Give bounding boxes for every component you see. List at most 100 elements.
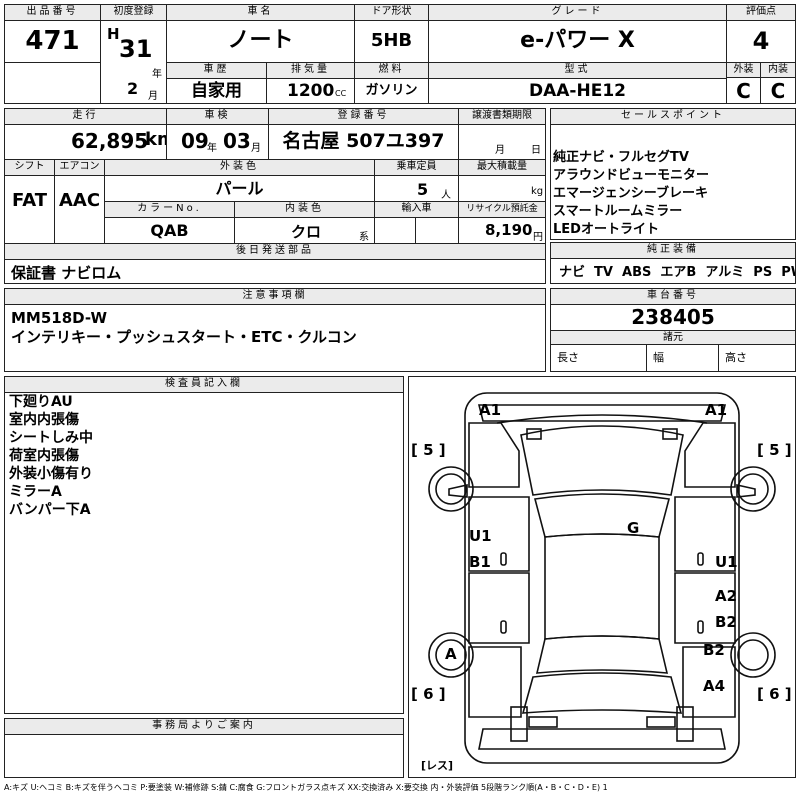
diagram-label-b2-rear: B2 bbox=[703, 641, 725, 659]
inspection-header: 車検 bbox=[167, 109, 268, 125]
wheel-front-left-inner bbox=[435, 473, 467, 505]
diagram-label-b2-right: B2 bbox=[715, 613, 737, 631]
diagram-label-u1-right: U1 bbox=[715, 553, 738, 571]
diagram-label-a1-left: A1 bbox=[479, 401, 502, 419]
transfer-header: 譲渡書類期限 bbox=[459, 109, 545, 125]
headlight-right bbox=[662, 428, 678, 440]
lot-number-header: 出品番号 bbox=[5, 5, 100, 21]
history-cell: 車歴 自家用 bbox=[167, 62, 267, 103]
front-hood-edge bbox=[496, 414, 708, 424]
int-color-value: クロ bbox=[291, 223, 322, 241]
car-name-header: 車名 bbox=[167, 5, 354, 21]
int-color-header: 内装色 bbox=[235, 202, 374, 218]
notes-list: MM518D-W インテリキー・プッシュスタート・ETC・クルコン bbox=[11, 309, 357, 347]
wheel-front-right bbox=[730, 466, 776, 512]
chassis-header: 車台番号 bbox=[551, 289, 795, 305]
inspector-line: バンパー下A bbox=[9, 502, 91, 518]
mileage-value: 62,895 bbox=[71, 129, 149, 153]
diagram-label-u1-left: U1 bbox=[469, 527, 492, 545]
grade-value: e-パワー X bbox=[520, 28, 635, 53]
door-header: ドア形状 bbox=[355, 5, 428, 21]
wheel-front-left bbox=[428, 466, 474, 512]
inspector-line: 室内内張傷 bbox=[9, 412, 79, 428]
specs-header: 諸元 bbox=[551, 330, 795, 345]
model-value: DAA-HE12 bbox=[529, 81, 626, 101]
rear-bumper bbox=[478, 728, 726, 750]
first-reg-era: H bbox=[107, 25, 120, 43]
door-handle-rl bbox=[500, 620, 507, 634]
header-grid: 出品番号 471 初度登録 H 31 年 2 月 車名 ノート ドア形状 5HB… bbox=[4, 4, 796, 104]
ext-score-value: C bbox=[727, 77, 761, 103]
later-parts-cell: 後日発送部品 保証書 ナビロム bbox=[5, 243, 545, 283]
displacement-header: 排気量 bbox=[267, 63, 354, 79]
sales-points-box: セールスポイント 純正ナビ・フルセグTV アラウンドビューモニター エマージェン… bbox=[550, 108, 796, 240]
later-parts-header: 後日発送部品 bbox=[5, 244, 545, 260]
genuine-value: ナビ TV ABS エアB アルミ PS PW bbox=[559, 265, 796, 280]
inspector-line: シートしみ中 bbox=[9, 430, 93, 446]
tailgate bbox=[521, 672, 683, 714]
inspector-header: 検査員記入欄 bbox=[5, 377, 403, 393]
sales-point-item: アラウンドビューモニター bbox=[553, 168, 710, 183]
headlight-left bbox=[526, 428, 542, 440]
car-diagram bbox=[428, 392, 776, 764]
model-header: 型式 bbox=[429, 63, 726, 79]
first-reg-cell: 初度登録 H 31 年 2 月 bbox=[101, 5, 167, 103]
capacity-cell: 乗車定員 5 人 bbox=[375, 159, 459, 201]
inspector-line: ミラーA bbox=[9, 484, 62, 500]
first-reg-year: 31 bbox=[119, 35, 153, 63]
grade-header: グレード bbox=[429, 5, 726, 21]
diagram-label-a-wheel: A bbox=[445, 645, 457, 663]
inspection-month-unit: 月 bbox=[251, 143, 261, 154]
capacity-value: 5 bbox=[417, 180, 429, 199]
front-bumper bbox=[477, 404, 727, 422]
grade-cell: グレード e-パワー X bbox=[429, 5, 727, 62]
car-outline-frame bbox=[464, 392, 740, 764]
spec-width: 幅 bbox=[647, 345, 719, 371]
capacity-unit: 人 bbox=[441, 190, 451, 201]
score-cell: 評価点 4 外装 内装 C C bbox=[727, 5, 795, 103]
shift-header: シフト bbox=[5, 160, 54, 176]
front-left-fender bbox=[468, 422, 520, 488]
wheel-rear-right-inner bbox=[737, 639, 769, 671]
diagram-label-a1-right: A1 bbox=[705, 401, 728, 419]
legend-text: A:キズ U:ヘコミ B:キズを伴うヘコミ P:要塗装 W:補修跡 S:錆 C:… bbox=[4, 783, 608, 792]
door-value: 5HB bbox=[370, 30, 413, 51]
inspection-cell: 車検 09 年 03 月 bbox=[167, 109, 269, 159]
front-left-door bbox=[468, 496, 530, 572]
first-reg-month-unit: 月 bbox=[148, 91, 158, 102]
lot-number-blank bbox=[5, 62, 101, 103]
door-cell: ドア形状 5HB bbox=[355, 5, 429, 62]
fuel-header: 燃料 bbox=[355, 63, 428, 79]
notes-line: MM518D-W bbox=[11, 309, 107, 327]
sales-points-header: セールスポイント bbox=[551, 109, 795, 125]
office-header: 事務局よりご案内 bbox=[5, 719, 403, 735]
inspector-line: 下廻りAU bbox=[9, 394, 73, 410]
shift-value: FAT bbox=[11, 190, 48, 211]
diagram-label-tire-fr: [ 5 ] bbox=[757, 441, 792, 459]
front-right-fender bbox=[684, 422, 736, 488]
shift-cell: シフト FAT bbox=[5, 159, 55, 243]
load-cell: 最大積載量 kg bbox=[459, 159, 545, 201]
car-name-cell: 車名 ノート bbox=[167, 5, 355, 62]
diagram-label-tire-rl: [ 6 ] bbox=[411, 685, 446, 703]
rear-right-panel-mark bbox=[676, 706, 694, 742]
lot-number-cell: 出品番号 471 bbox=[5, 5, 101, 62]
hood bbox=[520, 425, 684, 496]
load-unit: kg bbox=[531, 186, 544, 197]
ext-color-cell: 外装色 パール bbox=[105, 159, 375, 201]
car-diagram-box: A1 A1 [ 5 ] [ 5 ] G U1 B1 U1 A2 B2 A B2 … bbox=[408, 376, 796, 778]
transfer-month-unit: 月 bbox=[495, 145, 505, 156]
int-color-cell: 内装色 クロ 系 bbox=[235, 201, 375, 243]
inspector-list: 下廻りAU 室内内張傷 シートしみ中 荷室内張傷 外装小傷有り ミラーA バンパ… bbox=[9, 393, 93, 519]
door-handle-fr bbox=[697, 552, 704, 566]
color-no-cell: カラーNo. QAB bbox=[105, 201, 235, 243]
door-handle-fl bbox=[500, 552, 507, 566]
rear-left-fender bbox=[468, 646, 522, 718]
roof bbox=[544, 533, 660, 640]
mileage-unit: km bbox=[145, 129, 166, 150]
genuine-header: 純正装備 bbox=[551, 243, 795, 259]
score-value: 4 bbox=[752, 27, 770, 55]
ext-color-value: パール bbox=[215, 179, 264, 198]
inspection-month: 03 bbox=[223, 129, 251, 153]
sales-point-item: エマージェンシーブレーキ bbox=[553, 186, 708, 201]
